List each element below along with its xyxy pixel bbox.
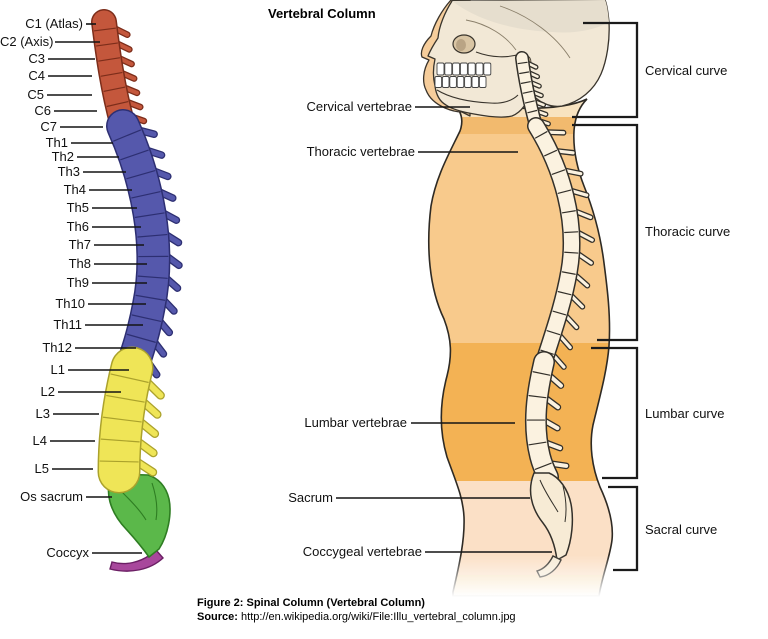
lumbar-curve-bracket — [591, 346, 639, 480]
vertebra-label-c2: C2 (Axis) — [0, 34, 54, 49]
label-coccygeal-vertebrae: Coccygeal vertebrae — [302, 544, 422, 559]
vertebra-label-l3: L3 — [35, 406, 50, 421]
teeth — [434, 62, 492, 88]
vertebra-label-th6: Th6 — [66, 219, 89, 234]
vertebra-label-th2: Th2 — [51, 149, 74, 164]
thoracic-curve-bracket — [572, 123, 639, 342]
label-cervical-curve: Cervical curve — [645, 63, 728, 78]
label-thoracic-vertebrae: Thoracic vertebrae — [306, 144, 415, 159]
vertebra-label-th10: Th10 — [55, 296, 85, 311]
caption-title: Figure 2: Spinal Column (Vertebral Colum… — [197, 597, 425, 609]
figure-title: Vertebral Column — [268, 6, 376, 21]
vertebra-label-th1: Th1 — [45, 135, 68, 150]
lumbar-vertebrae-art — [524, 351, 570, 488]
vertebra-label-c7: C7 — [40, 119, 57, 134]
vertebra-label-l4: L4 — [32, 433, 47, 448]
vertebra-label-l2: L2 — [40, 384, 55, 399]
lumbar-segment — [97, 346, 165, 494]
vertebra-label-c6: C6 — [34, 103, 51, 118]
thoracic-segment — [106, 109, 183, 385]
label-lumbar-curve: Lumbar curve — [645, 406, 725, 421]
caption-source-label: Source: — [197, 611, 238, 623]
curve-brackets — [572, 21, 639, 572]
vertebra-label-l5: L5 — [34, 461, 49, 476]
vertebra-label-os-sacrum: Os sacrum — [20, 489, 83, 504]
curve-bands — [428, 117, 613, 575]
cranium-cut — [452, 0, 609, 33]
label-lumbar-vertebrae: Lumbar vertebrae — [304, 415, 407, 430]
jaw-line — [436, 89, 519, 104]
bottom-fade — [400, 555, 650, 597]
vertebra-label-coccyx: Coccyx — [46, 545, 89, 560]
vertebra-label-c5: C5 — [27, 87, 44, 102]
leader-lines — [47, 23, 552, 554]
vertebra-label-th3: Th3 — [57, 164, 80, 179]
label-thoracic-curve: Thoracic curve — [645, 224, 731, 239]
vertebra-label-th8: Th8 — [68, 256, 91, 271]
vertebra-label-c3: C3 — [28, 51, 45, 66]
vertebra-label-th4: Th4 — [63, 182, 86, 197]
label-cervical-vertebrae: Cervical vertebrae — [306, 99, 413, 114]
vertebra-label-th11: Th11 — [53, 317, 82, 332]
vertebra-label-c1: C1 (Atlas) — [25, 16, 83, 31]
figure-caption: Figure 2: Spinal Column (Vertebral Colum… — [197, 596, 516, 624]
vertebra-label-th9: Th9 — [66, 275, 89, 290]
label-sacrum: Sacrum — [288, 490, 333, 505]
thoracic-vertebrae-art — [527, 117, 596, 371]
label-sacral-curve: Sacral curve — [645, 522, 718, 537]
sacrum-segment — [107, 473, 171, 559]
caption-source-url: http://en.wikipedia.org/wiki/File:Illu_v… — [241, 611, 516, 623]
vertebra-label-th12: Th12 — [42, 340, 72, 355]
vertebra-label-c4: C4 — [28, 68, 45, 83]
sacral-curve-bracket — [608, 485, 639, 572]
vertebra-label-th7: Th7 — [68, 237, 91, 252]
vertebra-label-th5: Th5 — [66, 200, 89, 215]
vertebra-label-l1: L1 — [50, 362, 65, 377]
cervical-curve-bracket — [572, 21, 639, 119]
